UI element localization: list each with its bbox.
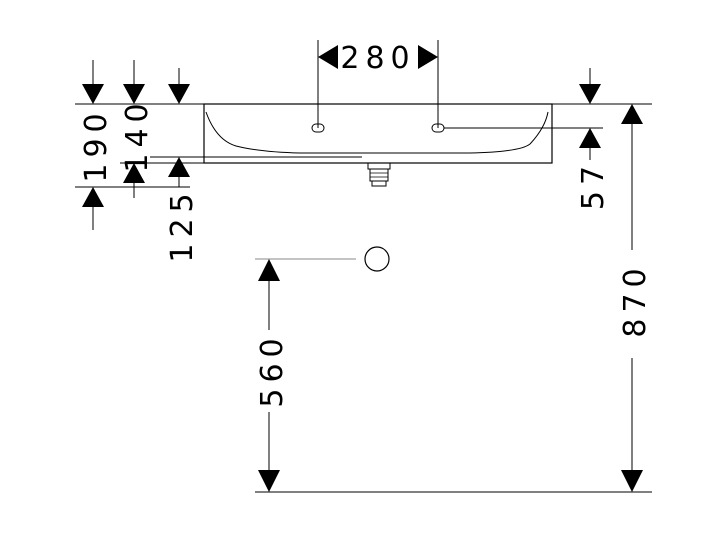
dimension-waste-drop (150, 68, 362, 187)
dimension-label-tap-spacing: 280 (340, 41, 415, 76)
dimension-label-tap-hole-depth: 57 (576, 160, 611, 210)
dimension-label-mounting-height: 870 (618, 262, 653, 337)
basin-bowl-curve (205, 111, 549, 154)
wall-waste-connection (364, 246, 390, 272)
dimension-label-waste-height: 560 (255, 332, 290, 407)
dimension-label-waste-drop: 125 (165, 187, 200, 262)
dimension-label-bowl-height: 140 (120, 97, 155, 172)
dimension-label-overall-height: 190 (79, 107, 114, 182)
dimension-waste-height (258, 259, 280, 492)
basin-outline (75, 103, 652, 187)
dimension-tap-hole-depth (444, 68, 603, 160)
dimension-mounting-height (621, 104, 643, 492)
dimension-overall-height (75, 60, 190, 230)
basin-rim (203, 103, 553, 164)
dimension-bowl-height (120, 60, 204, 198)
waste-outlet (367, 162, 391, 187)
dimension-tap-spacing (317, 40, 439, 128)
